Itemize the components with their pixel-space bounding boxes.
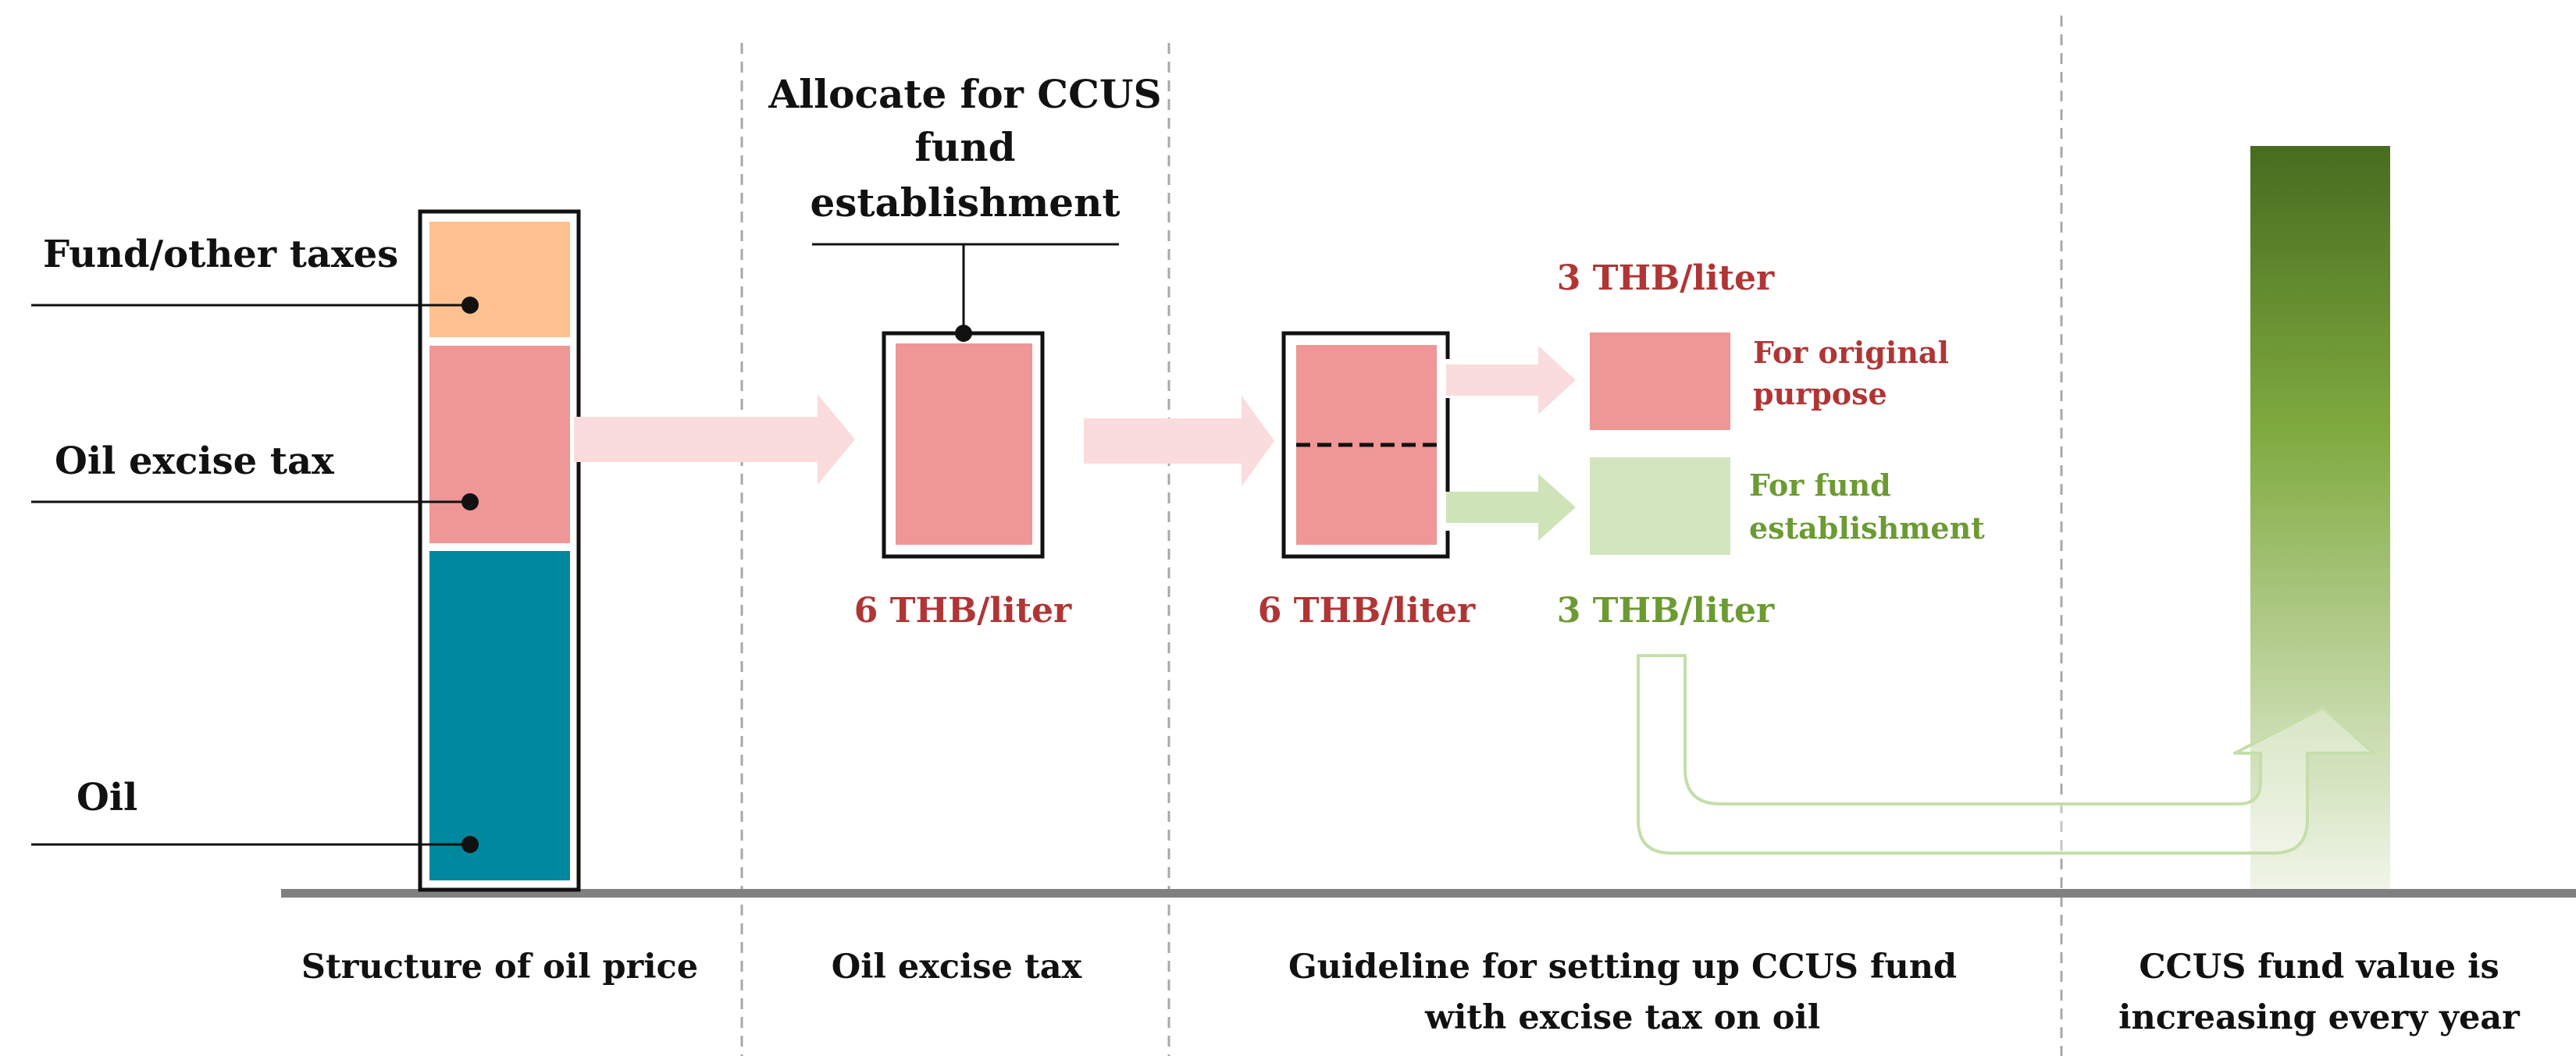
oil-excise-tax-block: [429, 346, 570, 543]
section-guideline-line2: with excise tax on oil: [1424, 998, 1820, 1037]
section-fund-value-line2: increasing every year: [2118, 998, 2521, 1037]
arrow-to-split: [1084, 396, 1274, 486]
excise-tax-box: [896, 343, 1032, 545]
fund-growth-bar: [2250, 146, 2390, 892]
leader-dot-oil: [461, 836, 479, 853]
label-fund-other-taxes: Fund/other taxes: [43, 233, 398, 276]
section-oil-excise-tax: Oil excise tax: [832, 948, 1082, 987]
leader-dot-oil-excise-tax: [461, 493, 479, 510]
leader-dot-fund-other-taxes: [461, 297, 479, 314]
allocate-leader-dot: [955, 325, 972, 342]
amount-excise: 6 THB/liter: [854, 591, 1072, 631]
original-purpose-line1: For original: [1753, 335, 1949, 370]
fund-establishment-line2: establishment: [1749, 510, 1985, 546]
section-structure-of-oil-price: Structure of oil price: [301, 948, 698, 987]
arrow-to-excise-tax: [574, 394, 855, 485]
original-purpose-line2: purpose: [1753, 376, 1887, 411]
amount-split: 6 THB/liter: [1258, 591, 1476, 631]
amount-original: 3 THB/liter: [1557, 258, 1775, 298]
arrow-to-original-purpose: [1446, 346, 1576, 414]
allocate-title-line1: Allocate for CCUS: [768, 71, 1161, 117]
section-fund-value-line1: CCUS fund value is: [2139, 948, 2499, 987]
fund-establishment-block: [1590, 457, 1730, 555]
allocate-title-line3: establishment: [810, 180, 1120, 226]
fund-establishment-line1: For fund: [1749, 468, 1891, 503]
baseline: [281, 889, 2576, 898]
section-guideline-line1: Guideline for setting up CCUS fund: [1288, 948, 1957, 987]
oil-block: [429, 551, 570, 880]
arrow-to-fund-establishment: [1446, 474, 1576, 541]
allocate-title-line2: fund: [914, 124, 1015, 170]
label-oil: Oil: [77, 776, 137, 820]
original-purpose-block: [1590, 332, 1730, 430]
label-oil-excise-tax: Oil excise tax: [55, 439, 334, 483]
amount-fund: 3 THB/liter: [1557, 591, 1775, 631]
fund-flow-arrow: [1637, 654, 2375, 855]
fund-other-taxes-block: [429, 222, 570, 337]
